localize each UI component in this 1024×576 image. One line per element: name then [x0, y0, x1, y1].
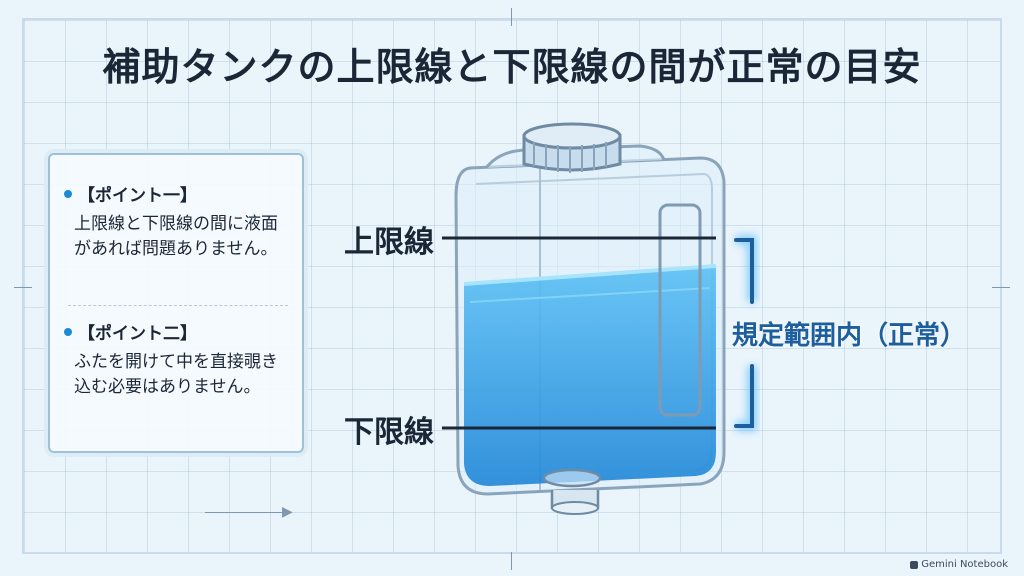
bullet-icon: [64, 327, 72, 336]
outlet-bottom: [551, 501, 599, 515]
tick-mark: [511, 8, 512, 26]
lower-limit-label: 下限線: [344, 415, 434, 450]
tick-mark: [511, 552, 512, 570]
normal-range-label: 規定範囲内（正常）: [732, 321, 967, 351]
cap-top: [522, 122, 622, 150]
watermark: Gemini Notebook: [910, 559, 1008, 570]
point-two: 【ポイント二】 ふたを開けて中を直接覗き込む必要はありません。: [64, 319, 294, 400]
cap-ridges: [533, 142, 607, 173]
liquid-surface: [463, 264, 717, 286]
liquid: [464, 266, 716, 486]
bullet-icon: [64, 189, 72, 198]
point-one-text: 上限線と下限線の間に液面があれば問題ありません。: [74, 214, 278, 259]
outlet-rim: [542, 468, 602, 488]
gemini-icon: [910, 560, 919, 569]
range-bracket: [734, 238, 754, 428]
side-window: [658, 203, 702, 417]
arrow-line: [205, 512, 291, 513]
notes-panel: 【ポイント一】 上限線と下限線の間に液面があれば問題ありません。 【ポイント二】…: [48, 153, 304, 453]
point-one-heading-text: 【ポイント一】: [78, 186, 197, 206]
point-two-text: ふたを開けて中を直接覗き込む必要はありません。: [74, 352, 278, 397]
divider: [68, 305, 288, 306]
point-one-heading: 【ポイント一】: [64, 181, 294, 206]
tick-mark: [992, 287, 1010, 288]
point-one: 【ポイント一】 上限線と下限線の間に液面があれば問題ありません。: [64, 181, 294, 262]
point-two-heading: 【ポイント二】: [64, 319, 294, 344]
upper-limit-label: 上限線: [344, 225, 434, 260]
liquid-surface-inner: [469, 287, 711, 303]
page-title: 補助タンクの上限線と下限線の間が正常の目安: [102, 45, 922, 89]
point-two-heading-text: 【ポイント二】: [78, 324, 197, 344]
watermark-text: Gemini Notebook: [921, 559, 1008, 570]
tick-mark: [14, 287, 32, 288]
arrow-right-icon: ▶: [282, 504, 293, 520]
